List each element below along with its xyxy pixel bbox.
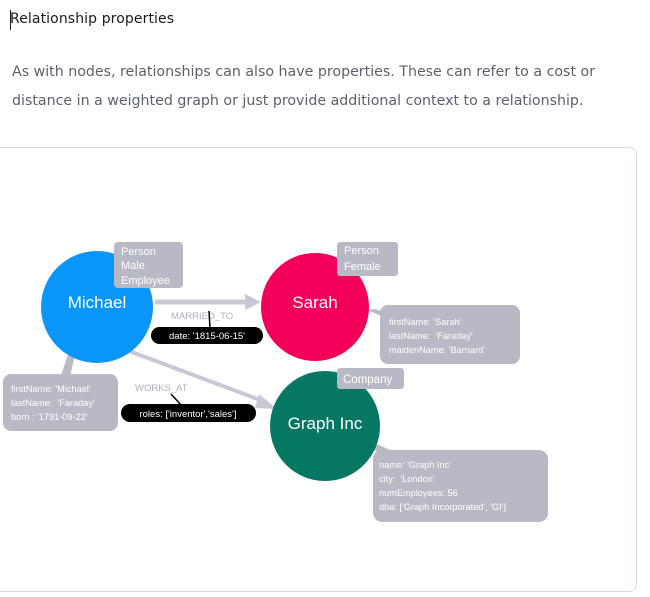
rel-type-married-to: MARRIED_TO	[171, 311, 233, 322]
prop-name: name: 'Graph Inc'	[379, 460, 451, 470]
label-person: Person	[121, 246, 156, 258]
graph-figure: Michael Person Male Employee firstName: …	[0, 147, 637, 592]
graphinc-labels: Company	[337, 368, 404, 389]
label-male: Male	[121, 260, 145, 272]
text-cursor	[10, 10, 11, 30]
node-michael-name: Michael	[68, 293, 127, 312]
prop-lastname: lastName: 'Faraday'	[11, 398, 95, 408]
edge-works-at	[128, 349, 277, 409]
prop-firstname: firstName: 'Michael'	[11, 384, 91, 394]
label-company: Company	[343, 374, 392, 386]
label-employee: Employee	[121, 275, 170, 287]
rel-prop-works-at: roles: ['inventor','sales']	[139, 409, 236, 420]
rel-prop-married-to: date: '1815-06-15'	[169, 331, 245, 342]
sarah-labels: Person Female	[337, 242, 398, 276]
node-graph-inc[interactable]: Graph Inc	[270, 371, 380, 481]
prop-lastname: lastName: 'Faraday'	[389, 331, 473, 341]
node-sarah[interactable]: Sarah	[261, 253, 369, 361]
section-paragraph: As with nodes, relationships can also ha…	[12, 64, 596, 109]
rel-works-at: WORKS_AT roles: ['inventor','sales']	[121, 383, 256, 422]
prop-maidenname: maidenName: 'Barnard'	[389, 345, 485, 355]
node-sarah-name: Sarah	[292, 293, 337, 312]
label-person: Person	[344, 245, 379, 257]
prop-city: city: 'London'	[379, 474, 435, 484]
prop-born: born : '1791-09-22'	[11, 412, 88, 422]
michael-properties: firstName: 'Michael' lastName: 'Faraday'…	[3, 374, 118, 431]
michael-labels: Person Male Employee	[114, 242, 183, 288]
edge-married-to	[155, 294, 261, 310]
prop-dba: dba: ['Graph Incorporated', 'GI']	[379, 502, 506, 512]
property-graph-diagram: Michael Person Male Employee firstName: …	[3, 242, 548, 522]
node-graphinc-name: Graph Inc	[288, 414, 363, 433]
sarah-properties: firstName: 'Sarah' lastName: 'Faraday' m…	[380, 305, 520, 364]
label-female: Female	[344, 261, 381, 273]
rel-married-to: MARRIED_TO date: '1815-06-15'	[151, 310, 263, 344]
section-heading: Relationship properties	[10, 11, 175, 27]
graphinc-properties: name: 'Graph Inc' city: 'London' numEmpl…	[373, 450, 548, 522]
prop-numemployees: numEmployees: 56	[379, 488, 458, 498]
rel-type-works-at: WORKS_AT	[135, 383, 188, 394]
prop-firstname: firstName: 'Sarah'	[389, 317, 462, 327]
